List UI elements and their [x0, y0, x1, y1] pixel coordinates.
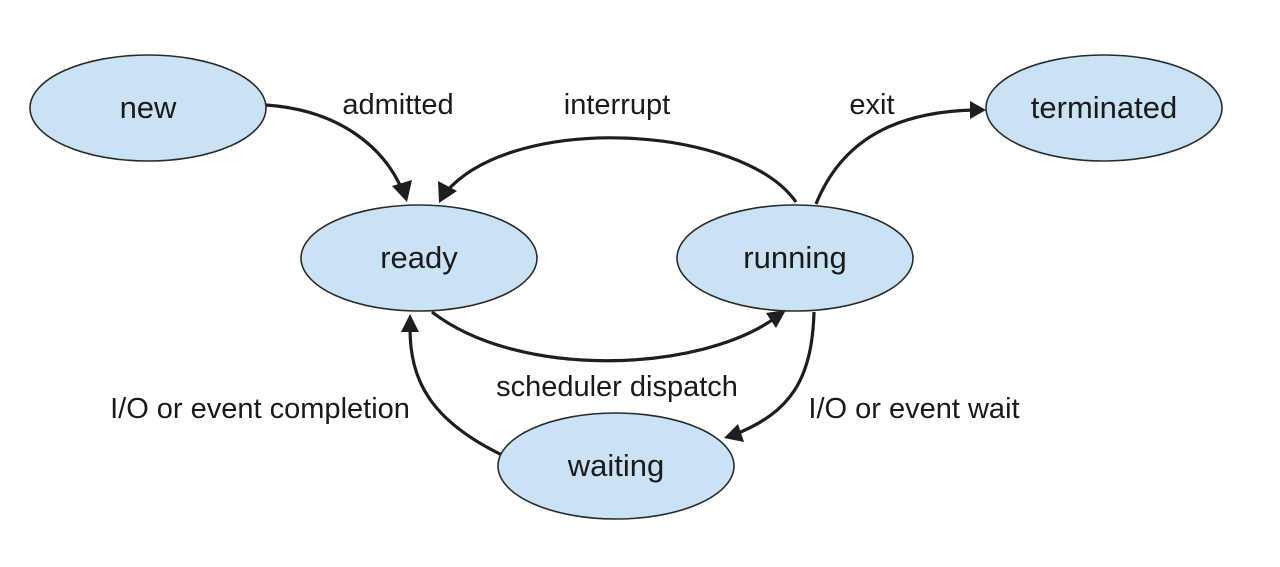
edge-scheduler-dispatch: [431, 310, 776, 363]
state-new: new: [29, 54, 267, 162]
arrowhead-scheduler-dispatch: [766, 310, 786, 328]
label-admitted: admitted: [342, 89, 453, 121]
label-io-event-wait: I/O or event wait: [808, 393, 1019, 425]
state-waiting: waiting: [497, 412, 735, 520]
arrowhead-exit: [970, 101, 986, 119]
state-running-label: running: [743, 240, 846, 275]
state-terminated-label: terminated: [1031, 90, 1177, 125]
arrowhead-interrupt: [438, 181, 457, 203]
edge-exit: [814, 108, 975, 205]
label-interrupt: interrupt: [564, 89, 670, 121]
state-ready-label: ready: [380, 240, 458, 275]
transition-edges: [265, 101, 986, 457]
state-waiting-ellipse: [497, 412, 735, 520]
label-exit: exit: [849, 89, 894, 121]
state-running-ellipse: [676, 204, 914, 312]
state-new-ellipse: [29, 54, 267, 162]
arrowhead-io-event-wait: [724, 424, 744, 442]
edge-interrupt: [444, 136, 798, 203]
edge-admitted: [265, 103, 405, 193]
state-running: running: [676, 204, 914, 312]
label-scheduler-dispatch: scheduler dispatch: [496, 371, 738, 403]
edge-io-event-completion: [408, 327, 503, 457]
state-new-label: new: [120, 90, 177, 125]
state-waiting-label: waiting: [567, 448, 665, 483]
state-terminated: terminated: [985, 54, 1223, 162]
edge-io-event-wait: [735, 311, 816, 436]
arrowhead-io-event-completion: [401, 314, 419, 332]
state-terminated-ellipse: [985, 54, 1223, 162]
state-ready: ready: [300, 204, 538, 312]
arrowhead-admitted: [392, 180, 412, 202]
label-io-event-completion: I/O or event completion: [110, 393, 410, 425]
state-ready-ellipse: [300, 204, 538, 312]
transition-labels: admitted interrupt exit scheduler dispat…: [110, 89, 1019, 425]
